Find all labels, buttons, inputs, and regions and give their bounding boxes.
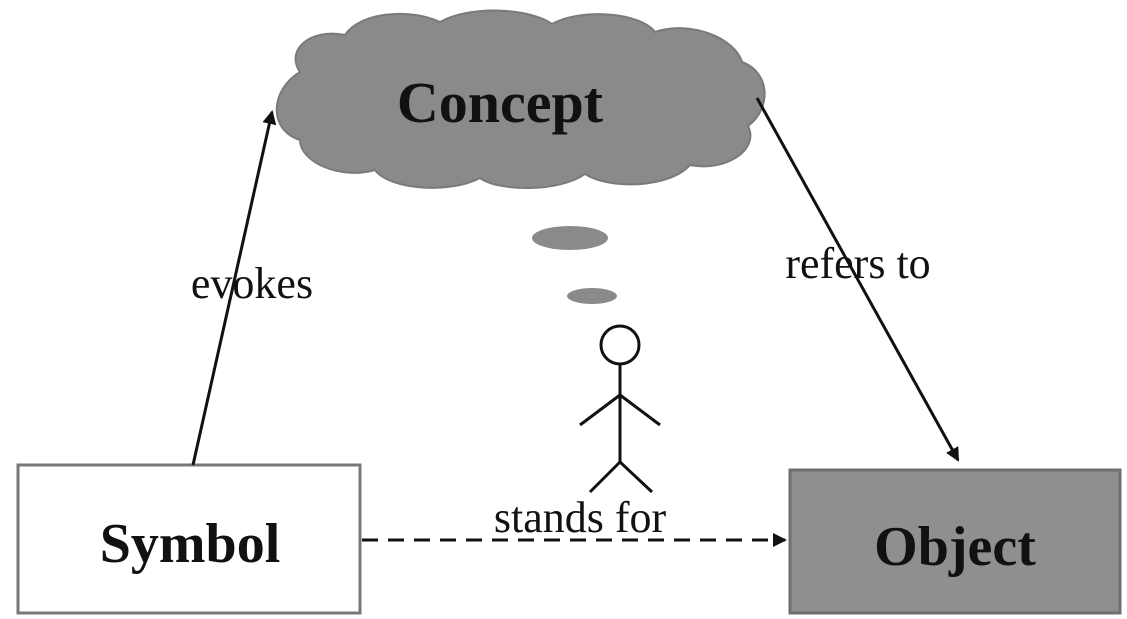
- evokes-arrow: [191, 110, 277, 466]
- object-box: Object: [788, 468, 1122, 615]
- symbol-box: Symbol: [16, 463, 362, 615]
- evokes-label: evokes: [191, 259, 313, 308]
- object-label: Object: [874, 516, 1036, 578]
- thought-bubble-large: [532, 226, 608, 250]
- concept-cloud: Concept: [275, 9, 766, 190]
- symbol-label: Symbol: [100, 513, 281, 575]
- refers-to-arrow: [755, 97, 960, 462]
- stick-figure-icon: [579, 324, 661, 494]
- thought-bubble-small: [567, 288, 617, 304]
- concept-label: Concept: [397, 70, 604, 135]
- stands-for-label: stands for: [494, 493, 667, 542]
- refers-to-label: refers to: [785, 239, 930, 288]
